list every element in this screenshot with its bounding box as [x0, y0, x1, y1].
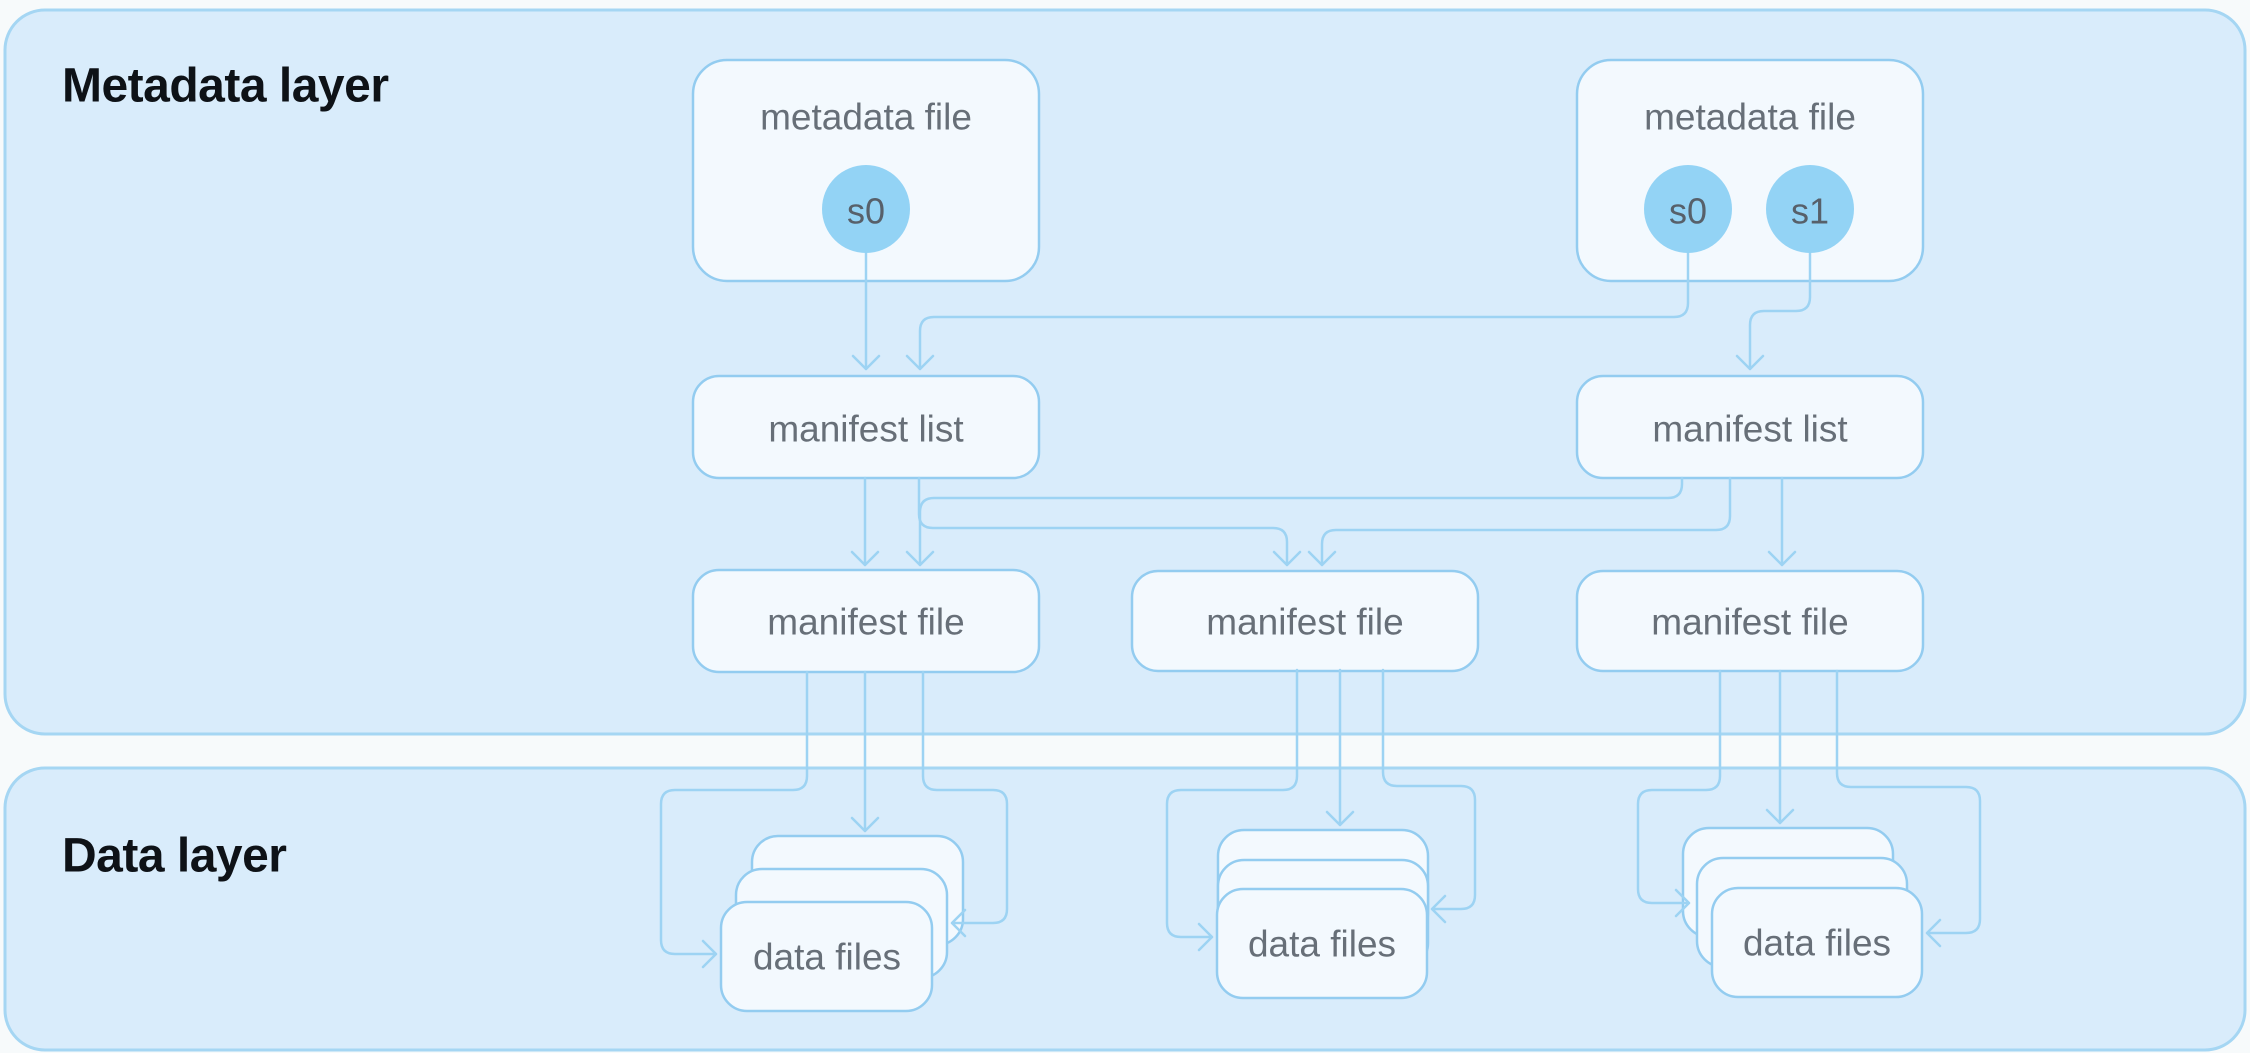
data-files-right-stack: [1681, 826, 1924, 999]
stack-card-front: [1215, 887, 1429, 1000]
edge-manifest-file-left-to-data-left-a: [659, 670, 809, 969]
manifest-list-left-label: manifest list: [768, 409, 964, 450]
edge-s1-to-manifest-list-right: [1735, 251, 1812, 371]
data-layer-title: Data layer: [62, 830, 286, 883]
manifest-list-right-node: [1575, 374, 1925, 480]
stack-card-front: [719, 900, 934, 1013]
snapshot-s0-left-label: s0: [847, 191, 885, 232]
data-files-left-label: data files: [753, 937, 901, 978]
edge-manifest-list-right-to-manifest-file-left: [905, 476, 1684, 567]
manifest-file-center-node: [1130, 569, 1480, 673]
data-layer-container: [3, 766, 2247, 1052]
metadata-file-left-label: metadata file: [760, 97, 972, 138]
data-files-center-stack: [1215, 828, 1430, 1000]
data-files-center-label: data files: [1248, 924, 1396, 965]
edge-manifest-list-right-to-manifest-file-center: [1307, 476, 1732, 567]
edge-manifest-file-center-to-data-center-c: [1381, 668, 1477, 924]
snapshot-s0-right-label: s0: [1669, 191, 1707, 232]
stack-card-front: [1710, 886, 1924, 999]
edge-manifest-list-right-to-manifest-file-right: [1767, 476, 1797, 567]
edge-manifest-file-center-to-data-center-a: [1165, 668, 1299, 952]
edge-manifest-file-left-to-data-left-b: [850, 670, 880, 833]
edge-s0-right-to-manifest-list-left: [905, 251, 1690, 371]
snapshot-s0-badge-left: [822, 165, 910, 253]
metadata-file-right-node: [1575, 58, 1925, 283]
manifest-file-right-label: manifest file: [1651, 602, 1848, 643]
edge-manifest-file-center-to-data-center-b: [1325, 668, 1355, 827]
edge-manifest-file-right-to-data-right-b: [1765, 669, 1795, 825]
manifest-list-right-label: manifest list: [1652, 409, 1848, 450]
data-files-left-stack: [719, 834, 965, 1013]
snapshot-s0-badge-right: [1644, 165, 1732, 253]
manifest-file-center-label: manifest file: [1206, 602, 1403, 643]
manifest-file-right-node: [1575, 569, 1925, 673]
metadata-file-right-label: metadata file: [1644, 97, 1856, 138]
edge-manifest-file-right-to-data-right-c: [1835, 669, 1982, 948]
data-files-right-label: data files: [1743, 923, 1891, 964]
manifest-file-left-label: manifest file: [767, 602, 964, 643]
metadata-layer-title: Metadata layer: [62, 60, 389, 113]
snapshot-s1-right-label: s1: [1791, 191, 1829, 232]
edge-manifest-file-right-to-data-right-a: [1636, 669, 1722, 918]
edge-manifest-file-left-to-data-left-c: [921, 670, 1009, 938]
edge-s0-left-to-manifest-list-left: [851, 251, 881, 371]
edge-manifest-list-left-to-manifest-file-left: [850, 476, 880, 567]
snapshot-s1-badge-right: [1766, 165, 1854, 253]
